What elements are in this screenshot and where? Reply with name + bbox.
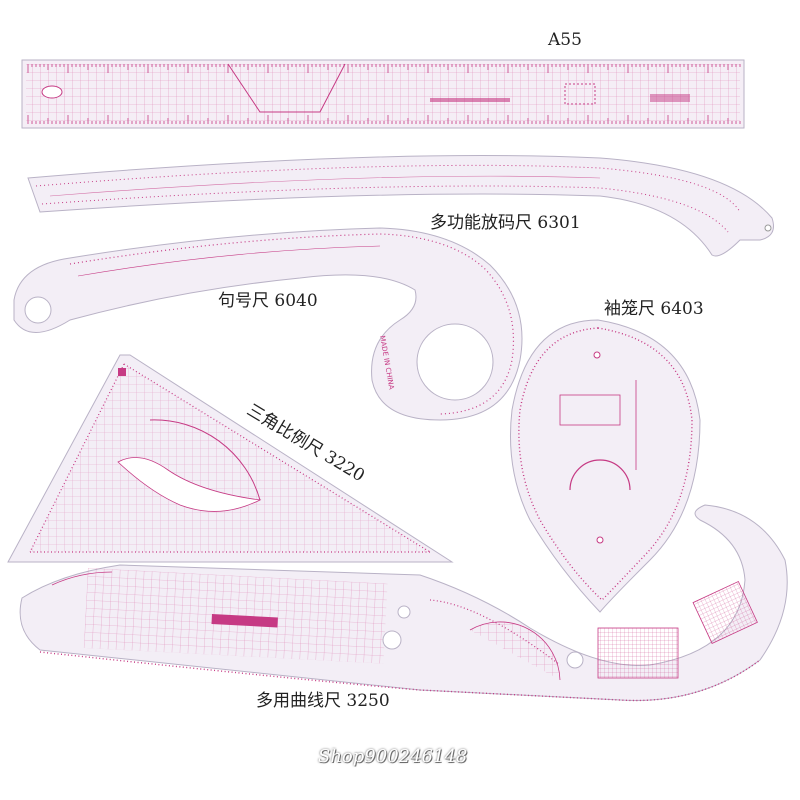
label-6403: 袖笼尺 6403	[604, 299, 704, 319]
ruler-6040: MADE IN CHINA	[13, 227, 523, 421]
ruler-3250	[19, 504, 788, 702]
shop-watermark: Shop900246148	[318, 746, 468, 767]
label-6301: 多功能放码尺 6301	[430, 213, 581, 233]
label-6040: 句号尺 6040	[218, 291, 318, 311]
label-3250: 多用曲线尺 3250	[256, 691, 390, 711]
ruler-3220	[7, 354, 454, 563]
ruler-6403	[510, 319, 701, 613]
ruler-a55	[21, 59, 745, 129]
ruler-6301	[27, 155, 774, 257]
label-a55: A55	[548, 30, 582, 50]
